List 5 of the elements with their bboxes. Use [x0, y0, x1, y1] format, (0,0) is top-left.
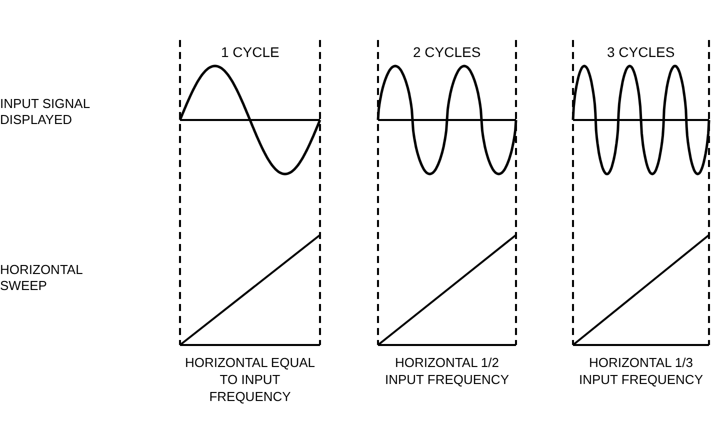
- caption: HORIZONTAL EQUAL TO INPUT FREQUENCY: [184, 354, 316, 405]
- axis-label: INPUT SIGNAL DISPLAYED: [0, 96, 91, 128]
- caption: HORIZONTAL 1/3 INPUT FREQUENCY: [578, 354, 704, 388]
- caption: HORIZONTAL 1/2 INPUT FREQUENCY: [384, 354, 510, 388]
- axis-label: HORIZONTAL SWEEP: [0, 262, 84, 294]
